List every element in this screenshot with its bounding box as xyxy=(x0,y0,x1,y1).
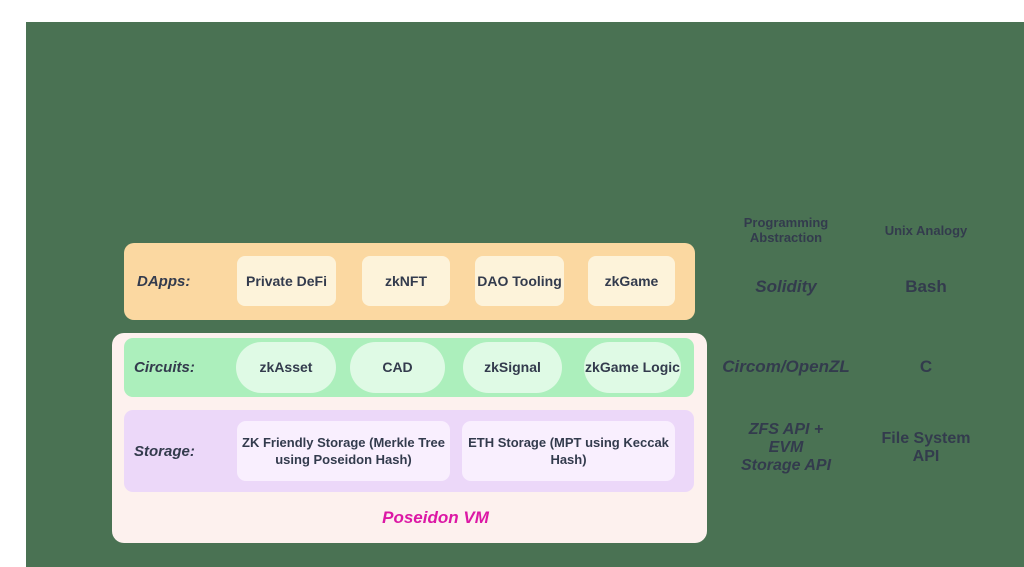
dapp-item-dao-tooling: DAO Tooling xyxy=(475,256,564,306)
storage-label: Storage: xyxy=(134,442,195,460)
circuit-item-zkasset: zkAsset xyxy=(236,342,336,393)
programming-entry-zfs-evm-api: ZFS API + EVM Storage API xyxy=(740,421,832,474)
slide-background: DApps: Private DeFi zkNFT DAO Tooling zk… xyxy=(26,22,1024,567)
unix-entry-c: C xyxy=(919,357,933,376)
circuit-item-zkgame-logic: zkGame Logic xyxy=(584,342,681,393)
circuits-label: Circuits: xyxy=(134,359,195,376)
column-header-programming-abstraction: Programming Abstraction xyxy=(743,215,829,245)
circuits-layer: Circuits: zkAsset CAD zkSignal zkGame Lo… xyxy=(124,338,694,397)
dapps-label: DApps: xyxy=(137,273,191,290)
dapp-item-zkgame: zkGame xyxy=(588,256,675,306)
dapps-layer: DApps: Private DeFi zkNFT DAO Tooling zk… xyxy=(124,243,695,320)
programming-entry-solidity: Solidity xyxy=(755,277,817,296)
poseidon-vm-container: Circuits: zkAsset CAD zkSignal zkGame Lo… xyxy=(112,333,707,543)
dapp-item-zknft: zkNFT xyxy=(362,256,450,306)
circuit-item-zksignal: zkSignal xyxy=(463,342,562,393)
storage-item-eth-storage: ETH Storage (MPT using Keccak Hash) xyxy=(462,421,675,481)
poseidon-vm-label: Poseidon VM xyxy=(382,507,489,527)
programming-entry-circom-openzl: Circom/OpenZL xyxy=(722,357,850,376)
unix-entry-bash: Bash xyxy=(905,277,947,296)
storage-item-zk-friendly: ZK Friendly Storage (Merkle Tree using P… xyxy=(237,421,450,481)
dapp-item-private-defi: Private DeFi xyxy=(237,256,336,306)
circuit-item-cad: CAD xyxy=(350,342,445,393)
storage-layer: Storage: ZK Friendly Storage (Merkle Tre… xyxy=(124,410,694,492)
unix-entry-file-system-api: File System API xyxy=(881,430,971,465)
column-header-unix-analogy: Unix Analogy xyxy=(884,222,968,238)
